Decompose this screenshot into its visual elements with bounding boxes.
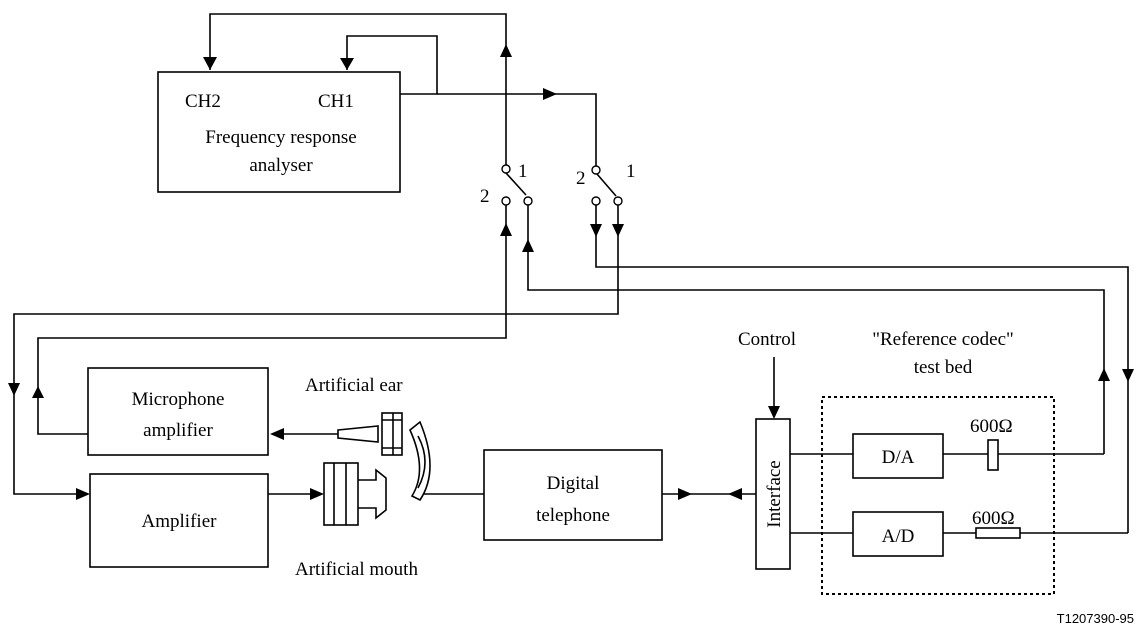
resistor-top xyxy=(987,439,999,471)
arrow-up-mic-out xyxy=(32,386,44,398)
test-bed-line2: test bed xyxy=(914,357,973,378)
analyser-title-line2: analyser xyxy=(249,155,313,176)
ch2-label: CH2 xyxy=(185,91,221,112)
amplifier-label: Amplifier xyxy=(142,511,218,532)
ad-label: A/D xyxy=(882,526,915,547)
frequency-response-analyser: CH2 CH1 Frequency response analyser xyxy=(157,71,401,193)
resistor-top-label: 600Ω xyxy=(970,416,1013,437)
ad-converter xyxy=(852,511,944,557)
test-bed-line1: "Reference codec" xyxy=(872,329,1014,350)
arrow-to-right-switch xyxy=(543,88,557,100)
analyser-wiring xyxy=(203,13,597,166)
switch-right: 1 2 xyxy=(576,161,636,206)
arrow-into-amplifier xyxy=(76,488,90,500)
interface-label: Interface xyxy=(764,460,785,528)
artificial-ear-label: Artificial ear xyxy=(305,375,403,396)
switch-left-pos1: 1 xyxy=(518,161,528,182)
switch-right-pos2: 2 xyxy=(576,168,586,189)
handset-icon xyxy=(409,420,431,502)
reference-codec-test-bed: "Reference codec" test bed D/A 600Ω A/D … xyxy=(790,329,1128,595)
arrow-down-right-switch-2 xyxy=(590,224,602,237)
switch-right-pos1: 1 xyxy=(626,161,636,182)
arrow-up-left-switch xyxy=(500,44,512,57)
switch-left: 1 2 xyxy=(480,161,533,207)
resistor-bottom xyxy=(975,527,1021,539)
da-label: D/A xyxy=(882,447,915,468)
digital-telephone-line2: telephone xyxy=(536,505,610,526)
arrow-into-ch2 xyxy=(203,57,217,70)
artificial-mouth: Artificial mouth xyxy=(268,462,418,580)
arrow-amplifier-to-mouth xyxy=(310,488,324,500)
arrow-up-from-da xyxy=(1098,368,1110,381)
artificial-ear: Artificial ear xyxy=(270,375,403,456)
switch-wiring xyxy=(8,205,1134,533)
arrow-up-into-left-switch-1 xyxy=(522,239,534,252)
digital-telephone-line1: Digital xyxy=(547,473,600,494)
arrow-down-right-switch-1 xyxy=(612,224,624,237)
interface: Interface xyxy=(755,418,791,570)
arrow-up-into-left-switch-2 xyxy=(500,223,512,236)
figure-id: T1207390-95 xyxy=(1057,611,1134,626)
da-converter xyxy=(852,433,944,479)
arrow-interface-to-phone xyxy=(728,488,742,500)
arrow-into-ch1 xyxy=(340,58,354,70)
resistor-bottom-label: 600Ω xyxy=(972,508,1015,529)
arrow-ear-to-mic-amp xyxy=(270,428,284,440)
arrow-control-down xyxy=(768,406,780,419)
control: Control xyxy=(738,329,796,419)
ch1-label: CH1 xyxy=(318,91,354,112)
amplifier: Amplifier xyxy=(89,473,269,568)
arrow-down-to-ad xyxy=(1122,369,1134,382)
mic-amp-line2: amplifier xyxy=(143,420,213,441)
switch-left-pos2: 2 xyxy=(480,186,490,207)
microphone-amplifier: Microphone amplifier xyxy=(87,367,269,456)
artificial-mouth-label: Artificial mouth xyxy=(295,559,418,580)
mic-amp-line1: Microphone xyxy=(132,389,225,410)
analyser-title-line1: Frequency response xyxy=(205,127,356,148)
arrow-phone-to-interface xyxy=(678,488,692,500)
control-label: Control xyxy=(738,329,796,350)
arrow-down-left-rail xyxy=(8,383,20,396)
digital-telephone: Digital telephone xyxy=(424,449,756,541)
